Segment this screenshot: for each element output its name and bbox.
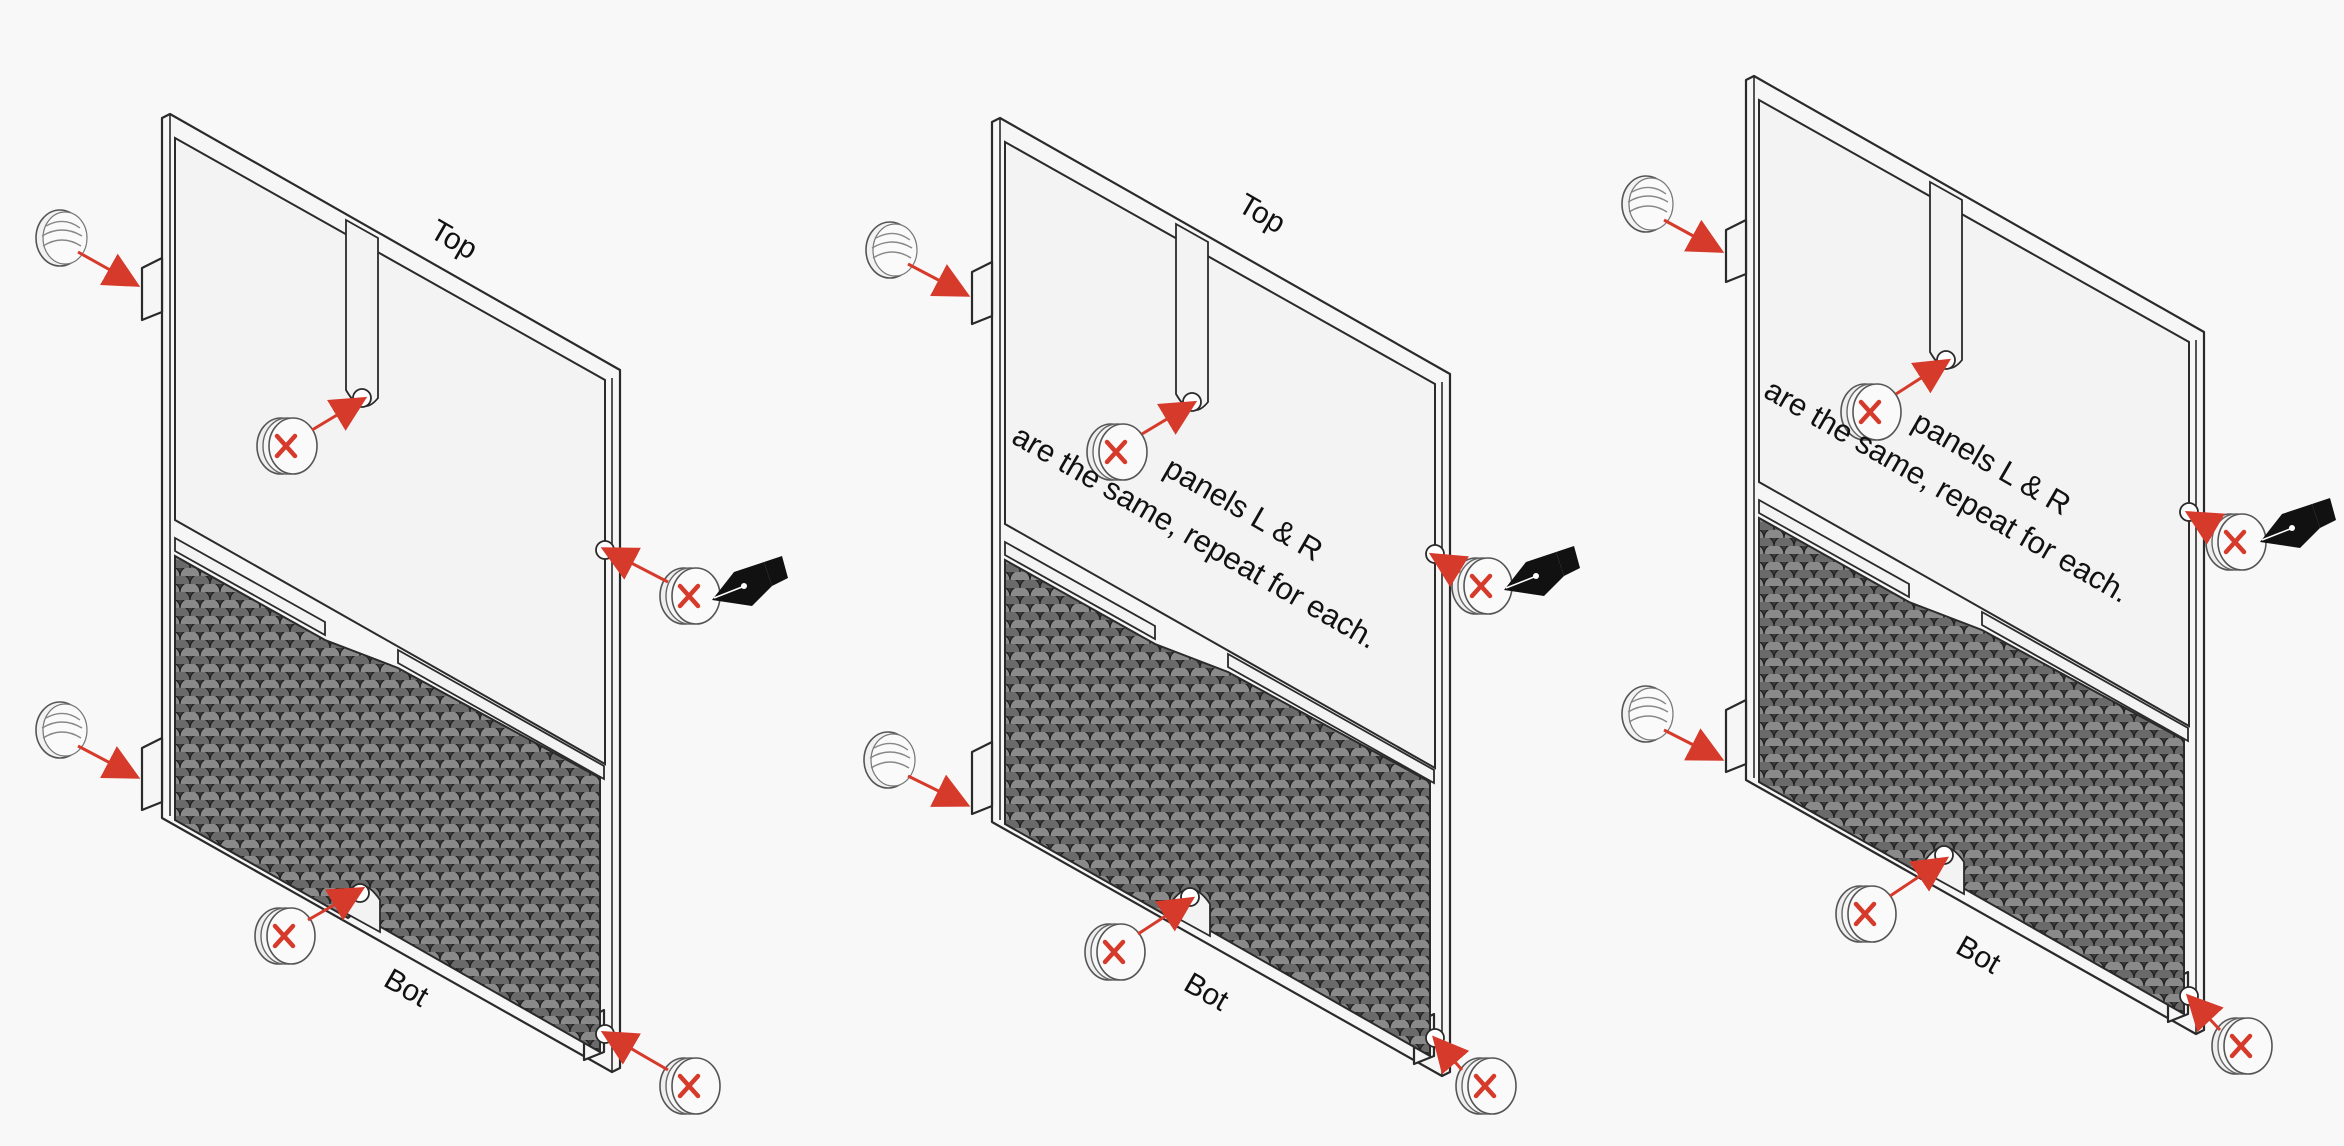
top-label: Top xyxy=(425,213,483,266)
rubber-foot-with-x-icon xyxy=(2212,1018,2272,1074)
insert-arrow xyxy=(1432,1035,1470,1075)
insert-arrow xyxy=(1663,728,1725,761)
bottom-label: Bot xyxy=(1179,966,1235,1017)
rubber-foot-with-x-icon xyxy=(660,568,720,624)
panel-1-frame xyxy=(140,112,622,1074)
rubber-foot-with-x-icon xyxy=(1836,886,1896,942)
bottom-label: Bot xyxy=(379,962,435,1013)
rubber-foot-with-x-icon xyxy=(1456,1058,1516,1114)
insert-arrow xyxy=(1137,896,1196,936)
top-label: Top xyxy=(1233,187,1291,240)
rubber-foot-icon xyxy=(35,209,88,267)
fountain-pen-icon xyxy=(711,555,789,607)
rubber-foot-icon xyxy=(35,701,88,759)
insert-arrow xyxy=(1895,358,1952,396)
insert-arrow xyxy=(1663,218,1725,253)
insert-arrow xyxy=(907,774,971,807)
rubber-foot-icon xyxy=(1621,175,1674,233)
insert-arrow xyxy=(77,744,141,779)
rubber-foot-with-x-icon xyxy=(2206,514,2266,570)
rubber-foot-icon xyxy=(863,731,916,789)
insert-arrow xyxy=(600,547,669,584)
panel-2: Top Bot panels L & R are the same, repea… xyxy=(863,116,1581,1114)
rubber-foot-with-x-icon xyxy=(255,908,315,964)
insert-arrow xyxy=(2184,510,2225,545)
rubber-foot-icon xyxy=(865,221,918,279)
panel-1: Top Bot xyxy=(35,112,789,1114)
fountain-pen-icon xyxy=(1503,545,1581,597)
insert-arrow xyxy=(77,250,141,287)
fountain-pen-icon xyxy=(2259,497,2337,549)
insert-arrow xyxy=(1141,400,1198,436)
insert-arrow xyxy=(311,396,368,432)
insert-arrow xyxy=(1889,856,1949,898)
insert-arrow xyxy=(2185,993,2224,1033)
panel-3-frame xyxy=(1724,74,2206,1036)
bottom-label: Bot xyxy=(1951,929,2007,980)
panel-2-frame xyxy=(970,116,1452,1078)
insert-arrow xyxy=(307,887,366,922)
insert-arrow xyxy=(1428,552,1469,588)
insert-arrow xyxy=(600,1030,669,1072)
rubber-foot-with-x-icon xyxy=(257,418,317,474)
panel-3: Bot panels L & R are the same, repeat fo… xyxy=(1621,74,2337,1074)
insert-arrow xyxy=(907,262,971,297)
rubber-foot-with-x-icon xyxy=(1085,924,1145,980)
rubber-foot-with-x-icon xyxy=(660,1058,720,1114)
rubber-foot-with-x-icon xyxy=(1452,558,1512,614)
rubber-foot-icon xyxy=(1621,685,1674,743)
